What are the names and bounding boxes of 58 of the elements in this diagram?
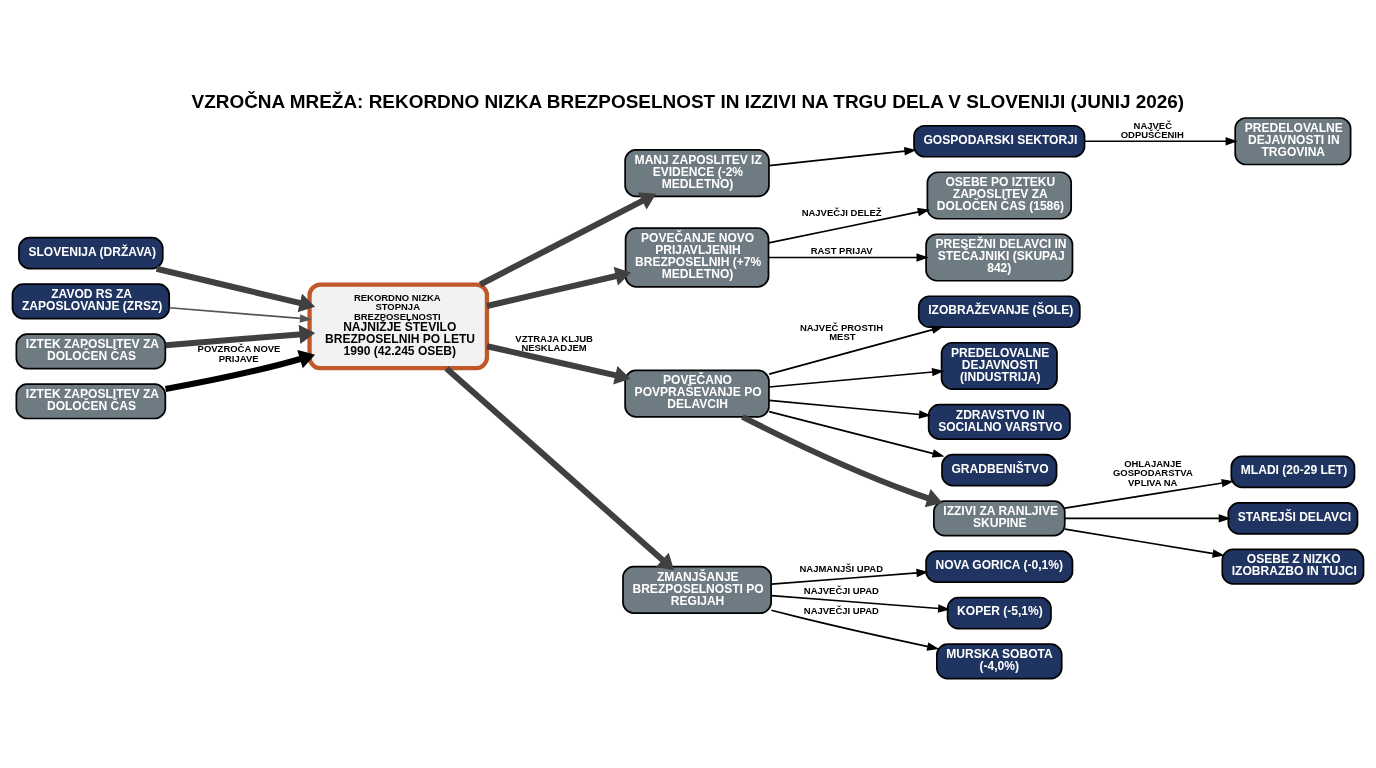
node-box: KOPER (-5,1%): [946, 596, 1052, 629]
arrow: [767, 207, 930, 244]
node-box: NOVA GORICA (-0,1%): [925, 549, 1074, 583]
node-box: ZDRAVSTVO IN SOCIALNO VARSTVO: [927, 403, 1071, 440]
arrow: [165, 324, 316, 348]
node-box: IZOBRAŽEVANJE (ŠOLE): [917, 294, 1081, 328]
arrow: [155, 265, 316, 312]
arrow: [741, 413, 943, 507]
arrow: [486, 342, 631, 385]
node-box: MURSKA SOBOTA (-4,0%): [936, 642, 1063, 679]
arrow: [768, 325, 944, 375]
arrow: [444, 365, 675, 570]
node-box: OSEBE PO IZTEKU ZAPOSLITEV ZA DOLOČEN ČAS (1586): [926, 170, 1073, 220]
node-box: IZTEK ZAPOSLITEV ZA DOLOČEN ČAS: [15, 332, 167, 369]
node-box: PREDELOVALNE DEJAVNOSTI (INDUSTRIJA): [940, 341, 1058, 390]
node-box: MLADI (20-29 LET): [1230, 455, 1356, 488]
arrow: [767, 252, 929, 262]
edge-label: RAST PRIJAV: [810, 244, 873, 256]
node-box: PREDELOVALNE DEJAVNOSTI IN TRGOVINA: [1234, 116, 1352, 165]
arrow: [1083, 136, 1238, 145]
diagram-title: VZROČNA MREŽA: REKORDNO NIZKA BREZPOSELNOST IN IZZIVI NA TRGU DELA V SLOVENIJI (JUNIJ 2026): [191, 90, 1185, 112]
edge-label: NAJVEČJI UPAD: [803, 584, 879, 596]
edge-label: POVZROČA NOVE PRIJAVE: [197, 342, 281, 364]
arrow: [768, 398, 932, 419]
node-box: MANJ ZAPOSLITEV IZ EVIDENCE (-2% MEDLETNO): [624, 148, 770, 197]
arrow: [770, 568, 929, 585]
node-box: PRESEŽNI DELAVCI IN STEČAJNIKI (SKUPAJ 842): [925, 232, 1074, 282]
edge-label: NAJVEČ PROSTIH MEST: [799, 321, 884, 342]
arrow: [768, 410, 945, 458]
node-box: POVEČANJE NOVO PRIJAVLJENIH BREZPOSELNIH (+7% MEDLETNO): [624, 226, 770, 288]
node-box: GOSPODARSKI SEKTORJI: [913, 124, 1086, 158]
arrow: [168, 306, 312, 323]
arrow: [770, 608, 940, 651]
node-box: ZMANJŠANJE BREZPOSELNOSTI PO REGIJAH: [622, 565, 772, 614]
node-box: ZAVOD RS ZA ZAPOSLOVANJE (ZRSZ): [11, 282, 171, 319]
edge-label: NAJVEČJI UPAD: [803, 604, 879, 616]
edge-label: OHLAJANJE GOSPODARSTVA VPLIVA NA: [1112, 457, 1193, 487]
arrow: [1064, 513, 1231, 523]
arrow: [1064, 478, 1234, 509]
arrow: [164, 349, 316, 392]
arrow: [1064, 527, 1225, 558]
node-box: POVEČANO POVPRAŠEVANJE PO DELAVCIH: [624, 368, 770, 418]
edge-label: NAJMANJŠI UPAD: [799, 562, 883, 574]
arrow: [770, 594, 951, 613]
arrow: [478, 191, 657, 287]
node-box: IZZIVI ZA RANLJIVE SKUPINE: [933, 499, 1066, 536]
node-box: STAREJŠI DELAVCI: [1227, 501, 1359, 535]
node-box: GRADBENIŠTVO: [941, 453, 1058, 487]
node-box: REKORDNO NIZKA STOPNJA BREZPOSELNOSTI NAJNIŽJE ŠTEVILO BREZPOSELNIH PO LETU 1990 (42.245 OSEB): [307, 281, 490, 370]
arrow: [768, 367, 945, 388]
node-box: OSEBE Z NIZKO IZOBRAZBO IN TUJCI: [1221, 548, 1365, 585]
arrow: [486, 266, 632, 309]
edge-label: VZTRAJA KLJUB NESKLADJEM: [515, 332, 593, 353]
edge-label: NAJVEČJI DELEŽ: [801, 206, 882, 218]
node-box: SLOVENIJA (DRŽAVA): [18, 236, 164, 270]
node-box: IZTEK ZAPOSLITEV ZA DOLOČEN ČAS: [15, 382, 167, 419]
arrow: [768, 146, 917, 166]
edge-label: NAJVEČ ODPUŠČENIH: [1120, 119, 1184, 140]
